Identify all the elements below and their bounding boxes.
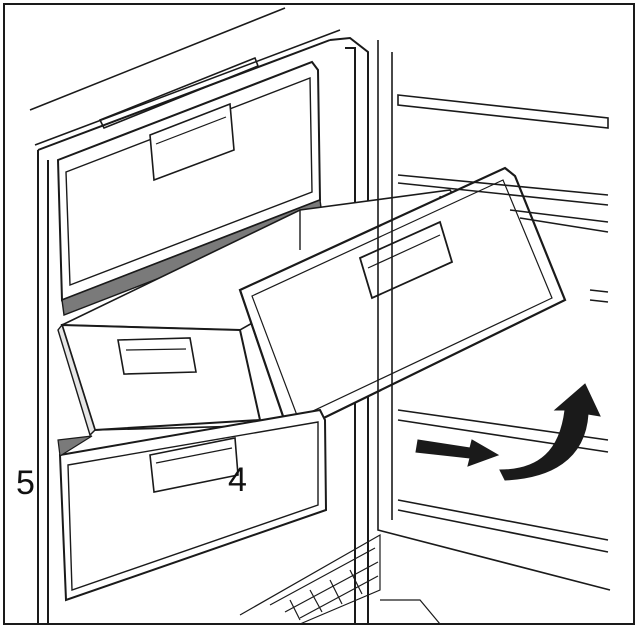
callout-5: 5	[16, 464, 35, 502]
arrow-left-icon	[415, 439, 500, 467]
bottom-drawer	[57, 408, 328, 602]
floor-grille	[239, 533, 441, 625]
callout-4: 4	[228, 461, 247, 499]
arrow-curved-up-icon	[499, 383, 601, 481]
top-drawer	[56, 60, 323, 316]
pulled-out-drawer	[57, 166, 567, 437]
